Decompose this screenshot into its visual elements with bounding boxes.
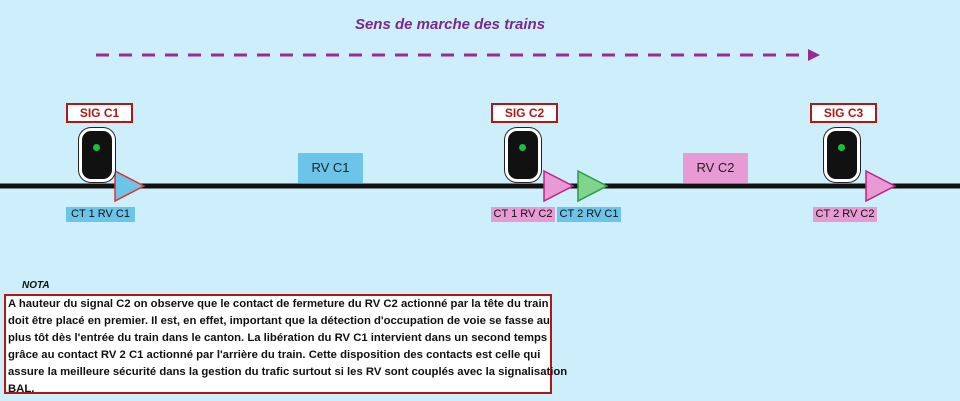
- contact-label-ct1-rvc2: CT 1 RV C2: [491, 207, 555, 222]
- nota-box: A hauteur du signal C2 on observe que le…: [4, 294, 568, 395]
- zone-rv-c2: RV C2: [683, 153, 748, 183]
- signal-label-c2: SIG C2: [491, 103, 558, 123]
- contact-triangle-ct1-rvc1: [114, 169, 146, 203]
- contact-label-ct1-rvc1: CT 1 RV C1: [66, 207, 135, 222]
- green-lamp-icon: [93, 144, 100, 151]
- direction-arrow: [96, 49, 820, 61]
- signal-c2-icon: [505, 128, 541, 182]
- zone-rv-c1: RV C1: [298, 153, 363, 183]
- signal-c1-icon: [79, 128, 115, 182]
- contact-label-ct2-rvc1: CT 2 RV C1: [557, 207, 621, 222]
- nota-line: grâce au contact RV 2 C1 actionné par l'…: [8, 349, 541, 361]
- signal-label-c1: SIG C1: [66, 103, 133, 123]
- green-lamp-icon: [838, 144, 845, 151]
- nota-line: BAL.: [8, 383, 35, 395]
- signal-label-c3: SIG C3: [810, 103, 877, 123]
- nota-line: doit être placé en premier. Il est, en e…: [8, 315, 550, 327]
- nota-label: NOTA: [22, 280, 50, 291]
- signal-c3-icon: [824, 128, 860, 182]
- contact-triangle-ct1-rvc2: [543, 169, 575, 203]
- nota-line: assure la meilleure sécurité dans la ges…: [8, 366, 568, 378]
- direction-title: Sens de marche des trains: [354, 16, 546, 33]
- nota-line: A hauteur du signal C2 on observe que le…: [8, 298, 549, 310]
- green-lamp-icon: [519, 144, 526, 151]
- nota-line: plus tôt dès l'entrée du train dans le c…: [8, 332, 548, 344]
- contact-triangle-ct2-rvc1: [577, 169, 609, 203]
- contact-triangle-ct2-rvc2: [865, 169, 897, 203]
- contact-label-ct2-rvc2: CT 2 RV C2: [813, 207, 877, 222]
